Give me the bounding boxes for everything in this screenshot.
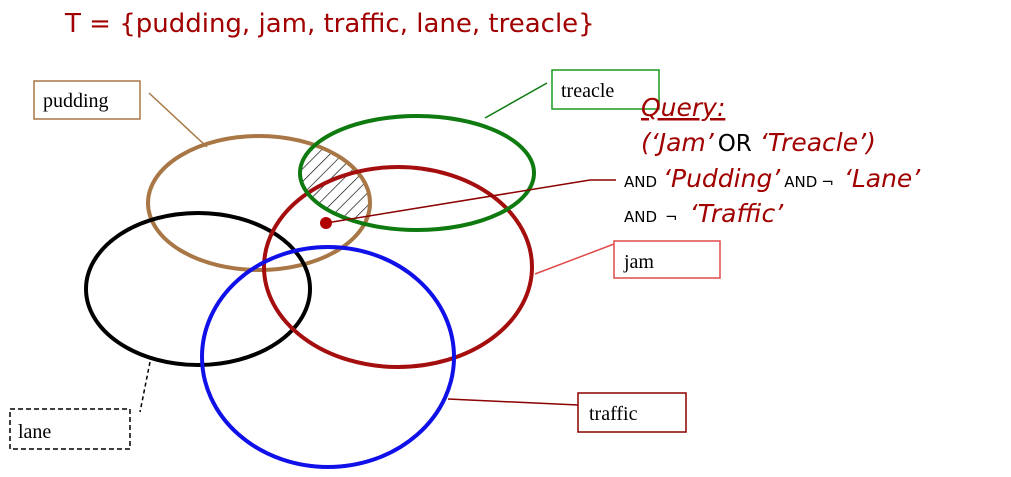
query-and-operator-2: AND	[784, 173, 817, 191]
set-title: T = {pudding, jam, traffic, lane, treacl…	[64, 9, 595, 39]
pudding-connector	[148, 92, 208, 148]
query-pointer-line	[325, 179, 616, 224]
query-pudding-term: ‘Pudding’	[663, 164, 781, 193]
query-lane-term: ‘Lane’	[844, 164, 921, 193]
query-line-1: (‘Jam’ OR ‘Treacle’)	[641, 128, 876, 157]
treacle-connector	[484, 82, 548, 119]
pudding-label: pudding	[43, 90, 109, 112]
lane-connector	[139, 361, 151, 413]
treacle-label: treacle	[561, 80, 614, 102]
lane-label-box: lane	[9, 408, 131, 450]
treacle-set	[298, 114, 536, 232]
query-treacle-term: ‘Treacle’)	[760, 128, 876, 157]
query-point	[320, 217, 332, 229]
jam-label-box: jam	[613, 240, 721, 279]
query-heading: Query:	[641, 93, 725, 122]
lane-label: lane	[18, 421, 51, 443]
jam-set	[262, 165, 534, 369]
query-traffic-term: ‘Traffic’	[690, 199, 785, 228]
jam-connector	[534, 243, 615, 275]
query-and-operator-1: AND	[624, 173, 657, 191]
query-and-operator-3: AND	[624, 208, 657, 226]
query-line-3: AND ¬ ‘Traffic’	[624, 199, 784, 228]
traffic-label: traffic	[589, 403, 638, 425]
pudding-set	[146, 134, 372, 272]
query-not-operator-2: ¬	[665, 208, 678, 226]
query-line-2: AND ‘Pudding’ AND ¬ ‘Lane’	[624, 164, 921, 193]
query-jam-term: (‘Jam’	[641, 128, 715, 157]
traffic-label-box: traffic	[577, 392, 687, 433]
query-not-operator-1: ¬	[821, 173, 834, 191]
treacle-label-box: treacle	[551, 69, 660, 110]
traffic-set	[200, 245, 456, 469]
query-or-operator: OR	[718, 131, 752, 157]
traffic-connector	[447, 398, 579, 406]
jam-label: jam	[623, 251, 654, 273]
pudding-label-box: pudding	[33, 80, 141, 120]
lane-set	[84, 211, 312, 367]
